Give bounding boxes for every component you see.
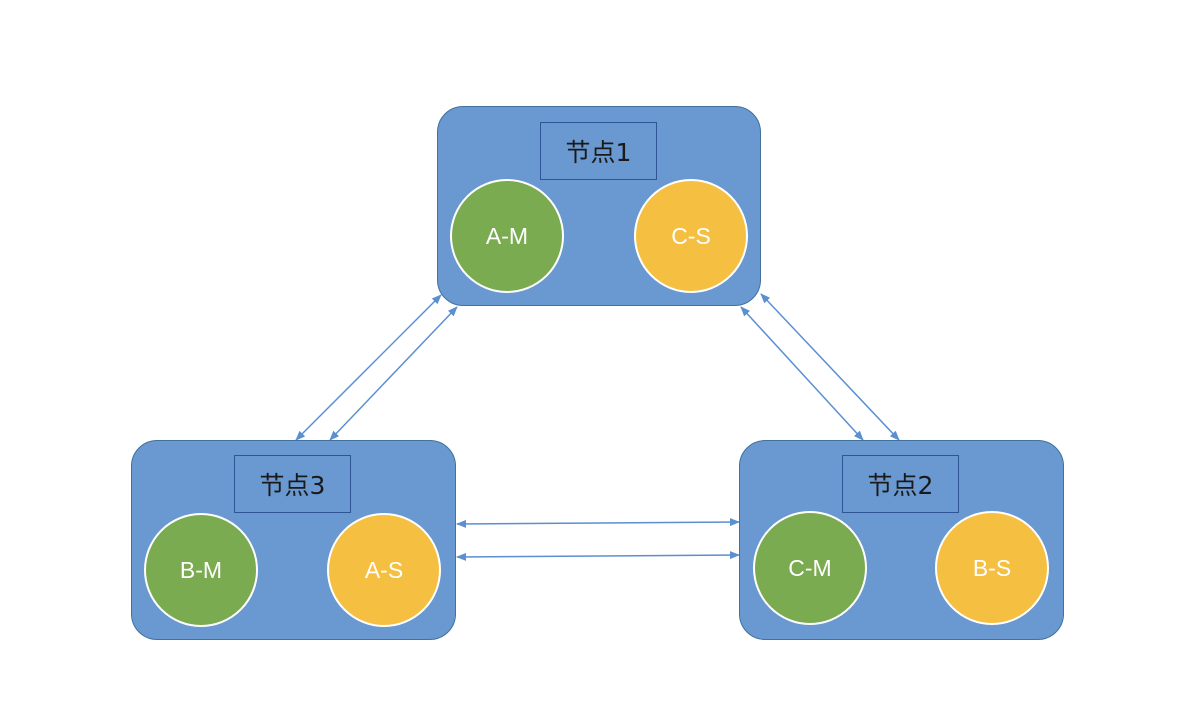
node-3-title: 节点3 [234,455,351,513]
connector-node1-node2-b [760,293,900,441]
connector-node3-node2-b [456,551,740,561]
shard-c-master: C-M [753,511,867,625]
shard-a-slave: A-S [327,513,441,627]
node-3-box: 节点3 B-M A-S [131,440,456,640]
node-1-title: 节点1 [540,122,657,180]
shard-a-master: A-M [450,179,564,293]
node-2-title: 节点2 [842,455,959,513]
node-1-box: 节点1 A-M C-S [437,106,761,306]
shard-b-master: B-M [144,513,258,627]
node-2-box: 节点2 C-M B-S [739,440,1064,640]
connector-node3-node1-a [295,294,442,441]
connector-node1-node2-a [740,306,864,441]
connector-node3-node2-a [456,518,740,528]
shard-b-slave: B-S [935,511,1049,625]
shard-c-slave: C-S [634,179,748,293]
connector-node3-node1-b [329,306,458,441]
